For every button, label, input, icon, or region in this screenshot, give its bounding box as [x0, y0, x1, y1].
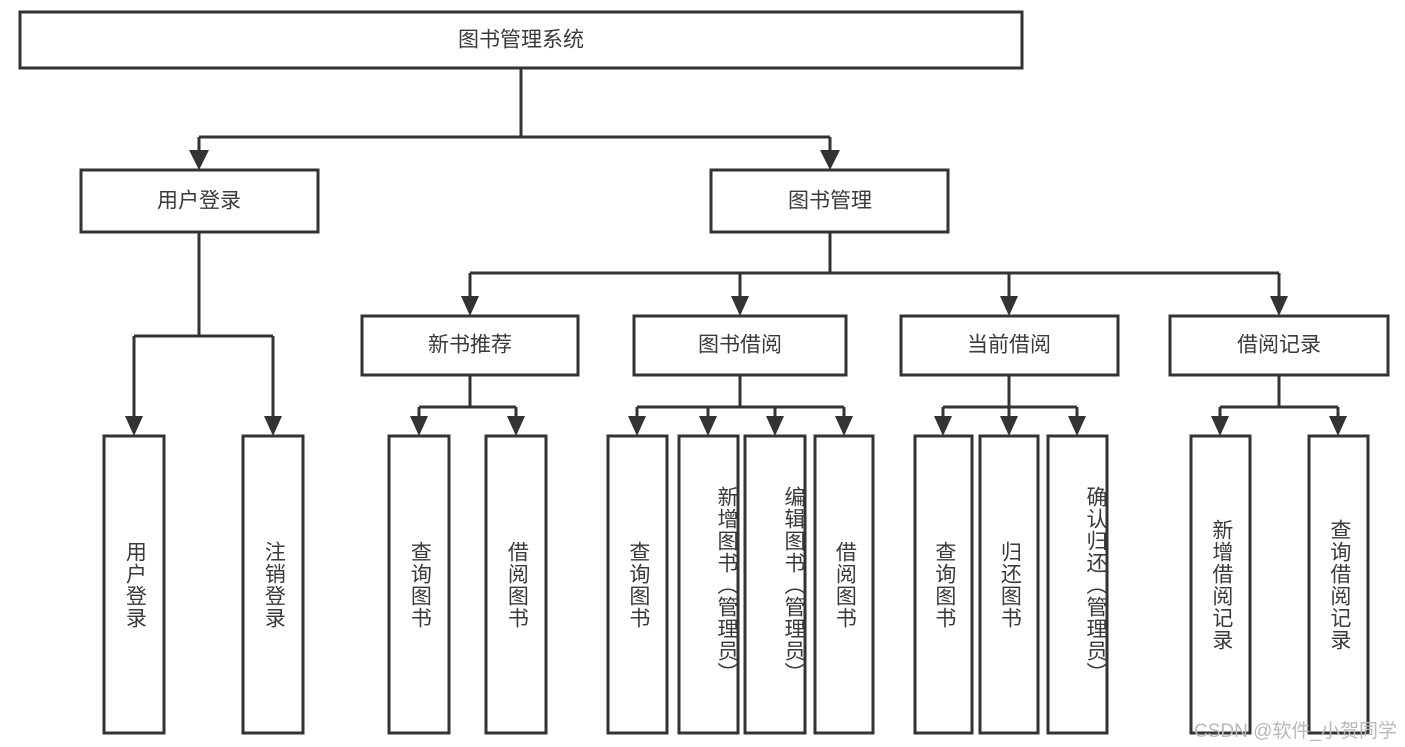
arrow-head-user-login	[189, 150, 209, 170]
node-leaf-add-record-box[interactable]	[1189, 434, 1252, 735]
node-leaf-user-login-box[interactable]	[102, 434, 166, 735]
arrow-head-leaf-user-login	[125, 416, 143, 436]
node-leaf-add-book-box[interactable]	[677, 434, 740, 735]
node-leaf-borrow-book-1-box[interactable]	[484, 434, 548, 735]
arrow-head-leaf-query-book-3	[934, 416, 952, 436]
node-leaf-borrow-book-2-box[interactable]	[813, 434, 875, 735]
node-root-label: 图书管理系统	[458, 29, 584, 52]
node-book-manage-label: 图书管理	[788, 190, 872, 213]
node-current-borrow-box[interactable]	[899, 314, 1120, 377]
arrow-head-book-borrow	[731, 296, 749, 316]
arrow-head-leaf-borrow-book-1	[507, 416, 525, 436]
connector-layer	[125, 68, 1347, 436]
node-root-box[interactable]	[18, 10, 1024, 70]
node-leaf-query-book-2-box[interactable]	[606, 434, 669, 735]
node-leaf-confirm-return-box[interactable]	[1046, 434, 1109, 735]
node-leaf-edit-book-box[interactable]	[743, 434, 807, 735]
node-book-borrow-box[interactable]	[632, 314, 848, 377]
node-borrow-record-label: 借阅记录	[1237, 334, 1321, 357]
node-borrow-record-box[interactable]	[1168, 314, 1390, 377]
arrow-head-leaf-logout	[264, 416, 282, 436]
node-user-login-box[interactable]	[79, 168, 320, 234]
arrow-head-leaf-query-book-2	[628, 416, 646, 436]
node-layer: 图书管理系统 用户登录 图书管理 新书推荐 图书借阅 当前借阅 借阅记录	[18, 10, 1390, 735]
arrow-head-leaf-edit-book	[766, 416, 784, 436]
arrow-head-leaf-query-record	[1329, 416, 1347, 436]
csdn-watermark: CSDN @软件_小贺同学	[1194, 721, 1397, 742]
node-book-manage-box[interactable]	[709, 168, 950, 234]
arrow-head-new-book-rec	[461, 296, 479, 316]
arrow-head-leaf-query-book-1	[410, 416, 428, 436]
node-leaf-logout-box[interactable]	[241, 434, 305, 735]
arrow-head-leaf-borrow-book-2	[835, 416, 853, 436]
arrow-head-leaf-confirm-return	[1068, 416, 1086, 436]
node-book-borrow-label: 图书借阅	[698, 334, 782, 357]
node-leaf-query-book-3-box[interactable]	[913, 434, 974, 735]
node-new-book-rec-label: 新书推荐	[428, 334, 512, 357]
arrow-head-leaf-add-book	[699, 416, 717, 436]
arrow-head-current-borrow	[1000, 296, 1018, 316]
arrow-head-book-manage	[820, 150, 840, 170]
arrow-head-leaf-return-book	[1000, 416, 1018, 436]
node-leaf-return-book-box[interactable]	[978, 434, 1040, 735]
arrow-head-borrow-record	[1270, 296, 1288, 316]
node-new-book-rec-box[interactable]	[360, 314, 580, 377]
arrow-head-leaf-add-record	[1211, 416, 1229, 436]
node-user-login-label: 用户登录	[157, 190, 241, 213]
node-current-borrow-label: 当前借阅	[967, 334, 1051, 357]
node-leaf-query-record-box[interactable]	[1307, 434, 1370, 735]
node-leaf-query-book-1-box[interactable]	[387, 434, 451, 735]
